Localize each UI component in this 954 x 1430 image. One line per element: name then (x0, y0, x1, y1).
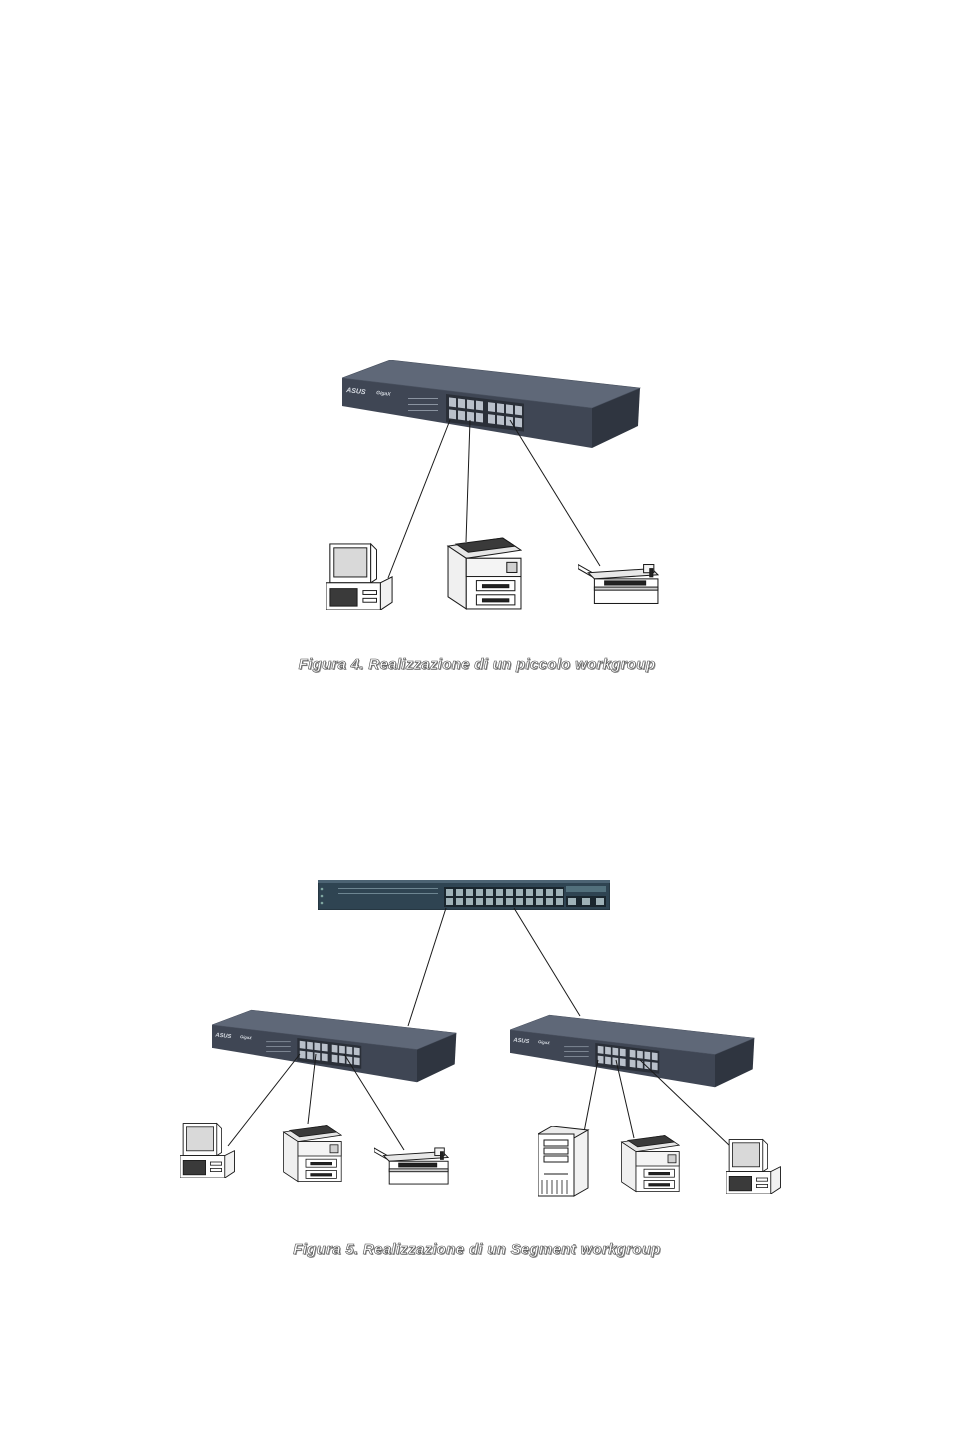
cable-to-printer (466, 420, 470, 542)
switch-16-port-right (510, 1015, 754, 1087)
switch-16-port-left (212, 1010, 456, 1082)
figure-5: Figura 5. Realizzazione di un Segment wo… (0, 868, 954, 1288)
tower-server (538, 1126, 588, 1196)
figure-5-caption: Figura 5. Realizzazione di un Segment wo… (0, 1241, 954, 1258)
figure-5-diagram (0, 868, 954, 1228)
figure-4-caption: Figura 4. Realizzazione di un piccolo wo… (0, 656, 954, 673)
uplink-right (514, 908, 580, 1016)
figure-4: Figura 4. Realizzazione di un piccolo wo… (0, 340, 954, 700)
workstation-left (180, 1124, 234, 1178)
gigabit-backbone-switch (318, 880, 610, 910)
laser-printer (448, 538, 521, 609)
workstation-right (726, 1140, 780, 1194)
fax-machine (578, 565, 658, 604)
figure-4-diagram (0, 340, 954, 640)
uplink-left (408, 908, 446, 1026)
uplink-cables (408, 908, 580, 1026)
switch-16-port (342, 360, 640, 448)
laser-printer-right (622, 1136, 680, 1192)
cable-right-server (584, 1060, 598, 1132)
workstation (326, 544, 392, 610)
fax-machine-left (374, 1148, 448, 1184)
cable-to-workstation (388, 420, 450, 578)
laser-printer-left (284, 1126, 342, 1182)
